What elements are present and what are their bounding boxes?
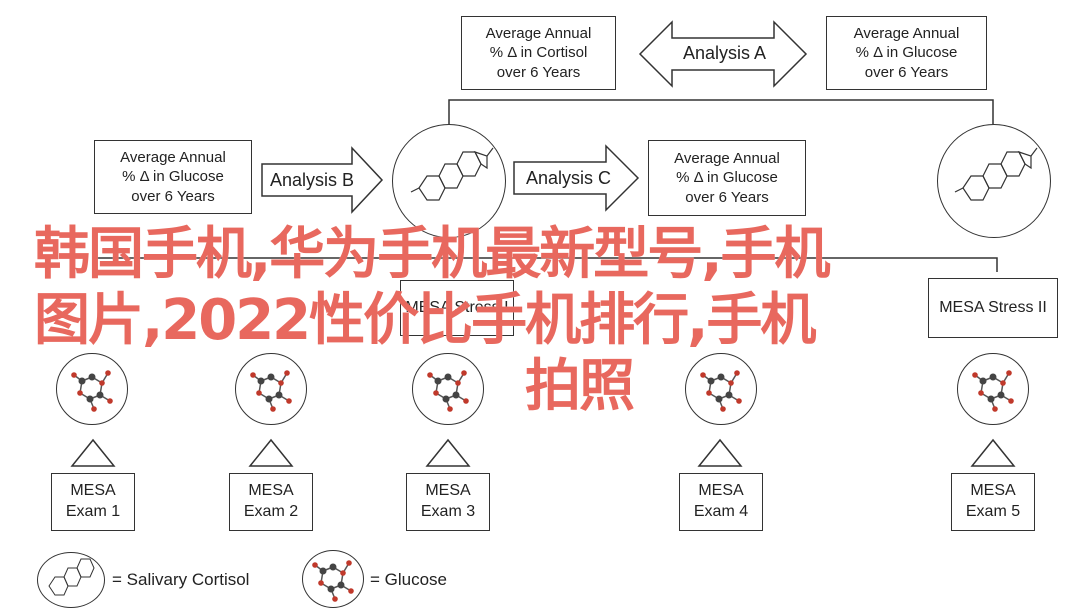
exam-5-box: MESA Exam 5 [951,473,1035,531]
exam-4-line2: Exam 4 [693,503,749,520]
exam-4-line1: MESA [698,482,744,500]
analysis-c-label: Analysis C [526,168,612,188]
exam-1-line2: Exam 1 [65,503,121,520]
exam-1-box: MESA Exam 1 [51,473,135,531]
glucose-change-box-mid: Average Annual % Δ in Glucose over 6 Yea… [648,140,806,216]
overlay-line-2: 图片,2022性价比手机排行,手机 [34,288,816,353]
exam-3-line1: MESA [425,482,471,500]
cortisol-circle-right [937,124,1051,238]
legend-glucose-circle [302,550,364,608]
exam-2-line1: MESA [248,482,294,500]
triangle-exam-2 [248,438,294,467]
cortisol-change-text: Average Annual % Δ in Cortisol over 6 Ye… [485,24,592,81]
triangle-exam-5 [970,438,1016,467]
glucose-circle-1 [56,353,128,425]
stress-bracket [92,257,998,272]
stress-1-label: MESA Stress I [405,298,509,316]
overlay-watermark-text: 韩国手机,华为手机最新型号,手机 图片,2022性价比手机排行,手机 拍照 [34,222,934,420]
glucose-circle-4 [685,353,757,425]
triangle-exam-4 [697,438,743,467]
overlay-line-1: 韩国手机,华为手机最新型号,手机 [34,222,831,287]
stress-2-box: MESA Stress II [928,278,1058,338]
cortisol-circle-mid [392,124,506,238]
glucose-change-text-mid: Average Annual % Δ in Glucose over 6 Yea… [674,149,780,206]
legend-cortisol-label: = Salivary Cortisol [112,570,250,589]
exam-3-box: MESA Exam 3 [406,473,490,531]
stress-2-label: MESA Stress II [939,298,1047,316]
exam-1-line1: MESA [70,482,116,500]
glucose-circle-2 [235,353,307,425]
glucose-circle-5 [957,353,1029,425]
stress-1-box: MESA Stress I [400,280,514,336]
exam-2-box: MESA Exam 2 [229,473,313,531]
exam-2-line2: Exam 2 [243,503,299,520]
glucose-circle-3 [412,353,484,425]
legend-glucose-label: = Glucose [370,570,448,589]
analysis-a-arrow [638,20,808,88]
exam-5-line2: Exam 5 [965,503,1021,520]
analysis-c-arrow [513,144,640,212]
glucose-change-text-left: Average Annual % Δ in Glucose over 6 Yea… [120,148,226,205]
cortisol-change-box: Average Annual % Δ in Cortisol over 6 Ye… [461,16,616,90]
glucose-change-box-left: Average Annual % Δ in Glucose over 6 Yea… [94,140,252,214]
top-bracket [448,99,994,124]
analysis-a-label: Analysis A [683,43,767,63]
exam-4-box: MESA Exam 4 [679,473,763,531]
analysis-b-arrow [261,146,384,214]
legend-cortisol-circle [37,552,105,608]
exam-5-line1: MESA [970,482,1016,500]
analysis-b-label: Analysis B [270,170,355,190]
overlay-line-3: 拍照 [525,354,635,419]
triangle-exam-1 [70,438,116,467]
glucose-change-text-right: Average Annual % Δ in Glucose over 6 Yea… [853,24,960,81]
glucose-change-box-right: Average Annual % Δ in Glucose over 6 Yea… [826,16,987,90]
triangle-exam-3 [425,438,471,467]
exam-3-line2: Exam 3 [420,503,476,520]
